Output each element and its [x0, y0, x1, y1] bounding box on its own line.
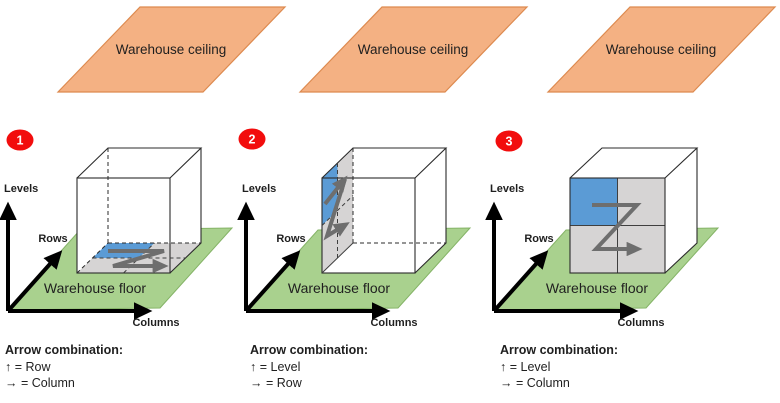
legend-item-right-arrow: → = Column — [500, 376, 570, 390]
levels-axis-label: Levels — [4, 183, 38, 195]
rows-axis-arrow — [6, 250, 63, 313]
rows-axis-label: Rows — [276, 233, 305, 245]
columns-axis-label: Columns — [132, 317, 179, 329]
cube-top-face-edges — [569, 147, 699, 179]
picking-path-arrow — [591, 203, 643, 257]
rows-axis-arrow — [244, 250, 301, 313]
rows-axis-arrow — [492, 250, 549, 313]
levels-axis-label: Levels — [242, 183, 276, 195]
legend-item-up-arrow: ↑ = Row — [5, 360, 51, 374]
cube-front-face-edges — [569, 177, 666, 274]
panel-1: Warehouse ceiling 1 Levels Rows Columns — [0, 6, 287, 390]
warehouse-floor-label: Warehouse floor — [546, 280, 649, 296]
warehouse-ceiling-shape — [56, 6, 287, 93]
highlighted-bin-cell — [569, 177, 618, 226]
warehouse-ceiling-label: Warehouse ceiling — [116, 42, 227, 57]
legend-item-up-arrow: ↑ = Level — [250, 360, 300, 374]
step-badge-number: 3 — [506, 135, 513, 149]
legend-item-right-arrow: → = Column — [5, 376, 75, 390]
picking-path-arrow-up — [323, 175, 348, 206]
legend-item-up-arrow: ↑ = Level — [500, 360, 550, 374]
cube-right-face-edges — [664, 148, 698, 274]
step-badge — [495, 130, 523, 152]
warehouse-ceiling-label: Warehouse ceiling — [606, 42, 717, 57]
legend-title: Arrow combination: — [250, 343, 368, 357]
panel-3: Warehouse ceiling 3 Levels Rows Columns … — [485, 6, 777, 390]
warehouse-floor-label: Warehouse floor — [288, 280, 391, 296]
step-badge — [6, 129, 34, 151]
legend-title: Arrow combination: — [500, 343, 618, 357]
legend-item-right-arrow: → = Row — [250, 376, 303, 390]
columns-axis-label: Columns — [370, 317, 417, 329]
cube-top-face-edges — [76, 147, 203, 179]
panel-2: Warehouse ceiling 2 Levels Rows Co — [237, 6, 529, 390]
step-badge-number: 1 — [17, 134, 24, 148]
picking-path-arrow — [108, 249, 169, 274]
step-badge — [238, 128, 266, 150]
rows-axis-label: Rows — [38, 233, 67, 245]
picking-path-arrow — [323, 178, 350, 241]
rows-axis-label: Rows — [524, 233, 553, 245]
warehouse-floor-label: Warehouse floor — [44, 280, 147, 296]
warehouse-ceiling-label: Warehouse ceiling — [358, 42, 469, 57]
warehouse-ceiling-shape — [546, 6, 777, 93]
side-grid-separator — [321, 195, 354, 226]
step-badge-number: 2 — [249, 133, 256, 147]
columns-axis-label: Columns — [617, 317, 664, 329]
levels-axis-label: Levels — [490, 183, 524, 195]
legend-title: Arrow combination: — [5, 343, 123, 357]
warehouse-ceiling-shape — [298, 6, 529, 93]
